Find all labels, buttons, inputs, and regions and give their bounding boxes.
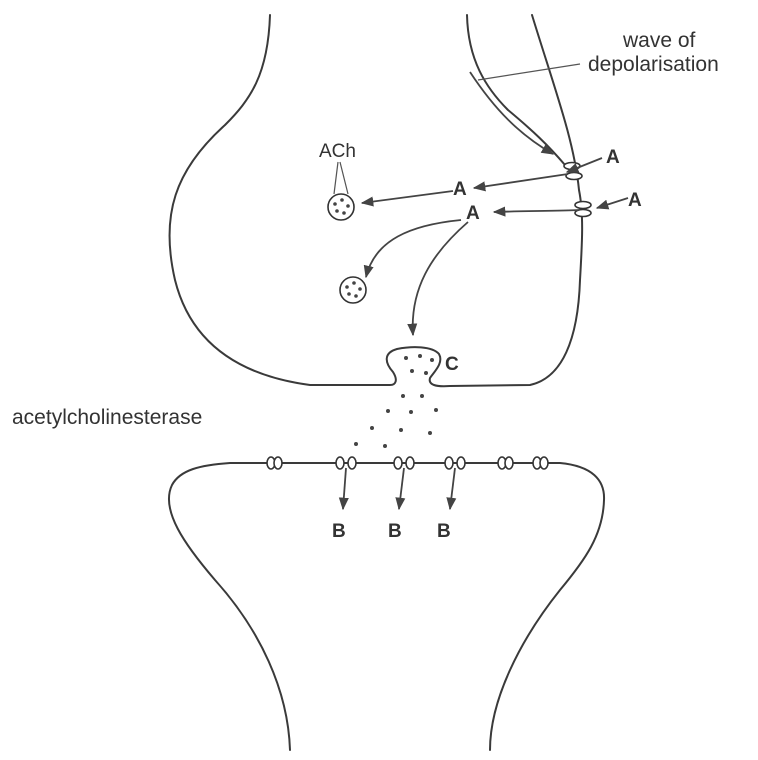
released-ach-molecules [354,394,438,448]
fusing-vesicle-contents [404,354,434,375]
arrow-to-membrane [413,222,468,335]
label-acetylcholinesterase: acetylcholinesterase [12,406,202,429]
label-ach: ACh [319,141,356,162]
label-b-3: B [437,521,451,542]
label-wave-line1: wave of [622,29,696,52]
ach-vesicle [328,194,354,220]
arrow-a-to-vesicle [362,191,453,203]
calcium-channel [575,202,591,217]
arrow-a-inside [494,210,579,212]
label-a-outer-1: A [606,147,620,168]
receptor-site [267,457,282,469]
receptor-site [533,457,548,469]
receptor-site [498,457,513,469]
arrow-to-vesicle-2 [366,220,461,277]
arrow-b-1 [343,468,346,509]
arrow-a-influx-2 [597,198,628,208]
label-a-inner-1: A [453,179,467,200]
ach-pointer-left [334,162,338,194]
label-b-2: B [388,521,402,542]
label-b-1: B [332,521,346,542]
postsynaptic-membrane-outline [169,463,604,750]
leader-line-depolarisation [478,64,580,80]
calcium-channel [564,163,582,180]
ach-pointer-right [340,162,348,194]
arrow-b-3 [450,468,455,509]
label-a-inner-2: A [466,203,480,224]
label-c: C [445,354,459,375]
arrow-a-to-a [474,174,568,188]
label-wave-line2: depolarisation [588,53,719,76]
ach-vesicle [340,277,366,303]
label-a-outer-2: A [628,190,642,211]
arrow-b-2 [399,468,404,509]
